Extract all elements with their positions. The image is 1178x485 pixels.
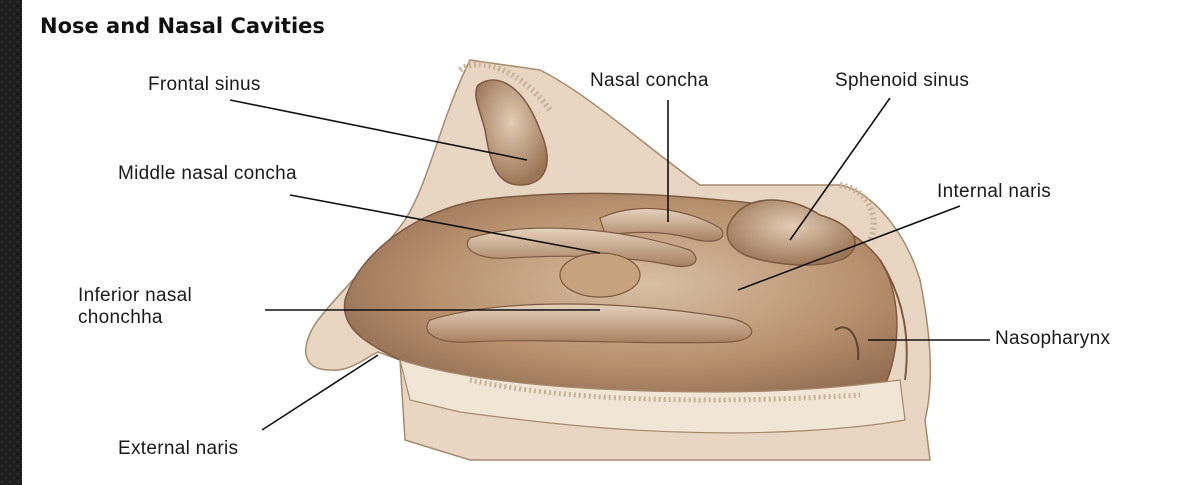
label-middle-nasal-concha: Middle nasal concha xyxy=(118,163,297,185)
label-inferior-nasal-concha-line2: chonchha xyxy=(78,307,163,329)
page-title: Nose and Nasal Cavities xyxy=(40,14,325,38)
label-internal-naris: Internal naris xyxy=(937,181,1051,203)
label-nasopharynx: Nasopharynx xyxy=(995,328,1110,350)
label-nasal-concha: Nasal concha xyxy=(590,70,709,92)
label-sphenoid-sinus: Sphenoid sinus xyxy=(835,70,969,92)
label-external-naris: External naris xyxy=(118,438,238,460)
label-frontal-sinus: Frontal sinus xyxy=(148,74,261,96)
label-inferior-nasal-concha-line1: Inferior nasal xyxy=(78,285,192,307)
